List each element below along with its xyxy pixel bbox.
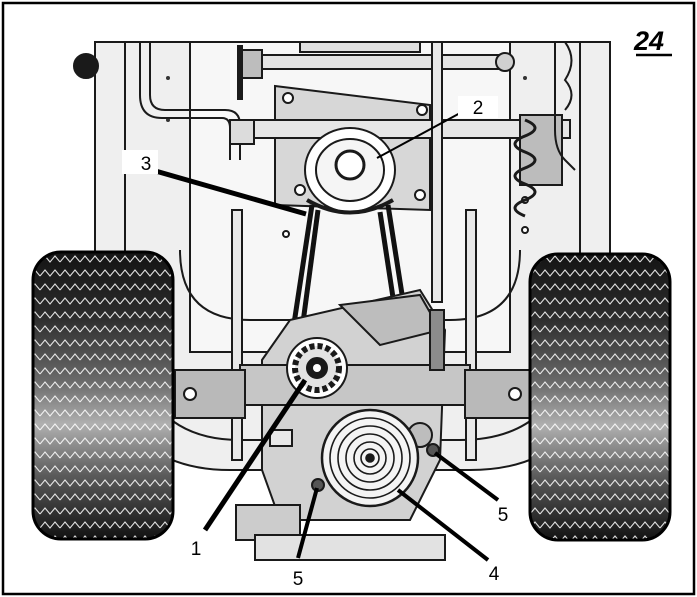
upper-pulley bbox=[304, 127, 396, 215]
leader-4 bbox=[396, 488, 490, 562]
leader-3 bbox=[151, 167, 307, 217]
transmission-pulley bbox=[320, 408, 420, 508]
leader-5-bottom bbox=[296, 487, 319, 559]
leader-5-right bbox=[433, 451, 500, 502]
callout-3-bg bbox=[122, 150, 158, 174]
leader-2 bbox=[376, 111, 463, 159]
callout-4: 4 bbox=[489, 564, 500, 585]
callout-leaders bbox=[151, 111, 500, 562]
leader-1 bbox=[202, 378, 308, 532]
callout-5-right: 5 bbox=[498, 505, 509, 526]
left-linkage bbox=[73, 42, 255, 160]
right-rear-tire bbox=[528, 252, 672, 542]
callout-2-bg bbox=[458, 96, 498, 118]
callout-1: 1 bbox=[191, 539, 202, 560]
callout-5-bottom: 5 bbox=[293, 569, 304, 590]
left-rear-tire bbox=[31, 250, 175, 541]
figure-number: 24 bbox=[633, 26, 664, 56]
side-rails bbox=[231, 41, 477, 461]
tension-spring bbox=[513, 41, 576, 218]
callout-3: 3 bbox=[141, 154, 152, 175]
callout-2: 2 bbox=[473, 98, 484, 119]
